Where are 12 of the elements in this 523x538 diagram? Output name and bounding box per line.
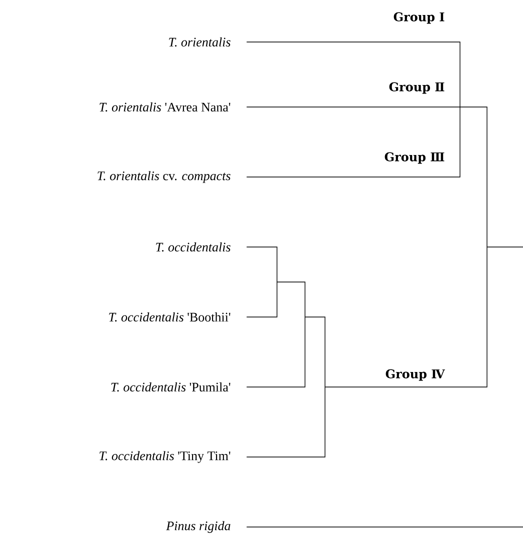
- taxon-label: T. orientalis: [169, 37, 230, 47]
- taxon-label: T. occidentalis 'Boothii': [109, 312, 230, 322]
- taxon-label: T. occidentalis 'Tiny Tim': [100, 451, 230, 463]
- group-label: Group Ⅱ: [389, 82, 444, 94]
- taxon-label: T. occidentalis: [156, 242, 230, 252]
- taxon-label: T. occidentalis 'Pumila': [111, 382, 230, 392]
- taxon-label: T. orientalis 'Avrea Nana': [100, 102, 230, 112]
- taxon-label: Pinus rigida: [166, 521, 230, 533]
- group-label: Group Ⅲ: [384, 152, 444, 164]
- group-label: Group Ⅳ: [386, 369, 445, 381]
- group-label: Group Ⅰ: [394, 12, 444, 24]
- taxon-label: T. orientalis cv. compacts: [98, 171, 230, 183]
